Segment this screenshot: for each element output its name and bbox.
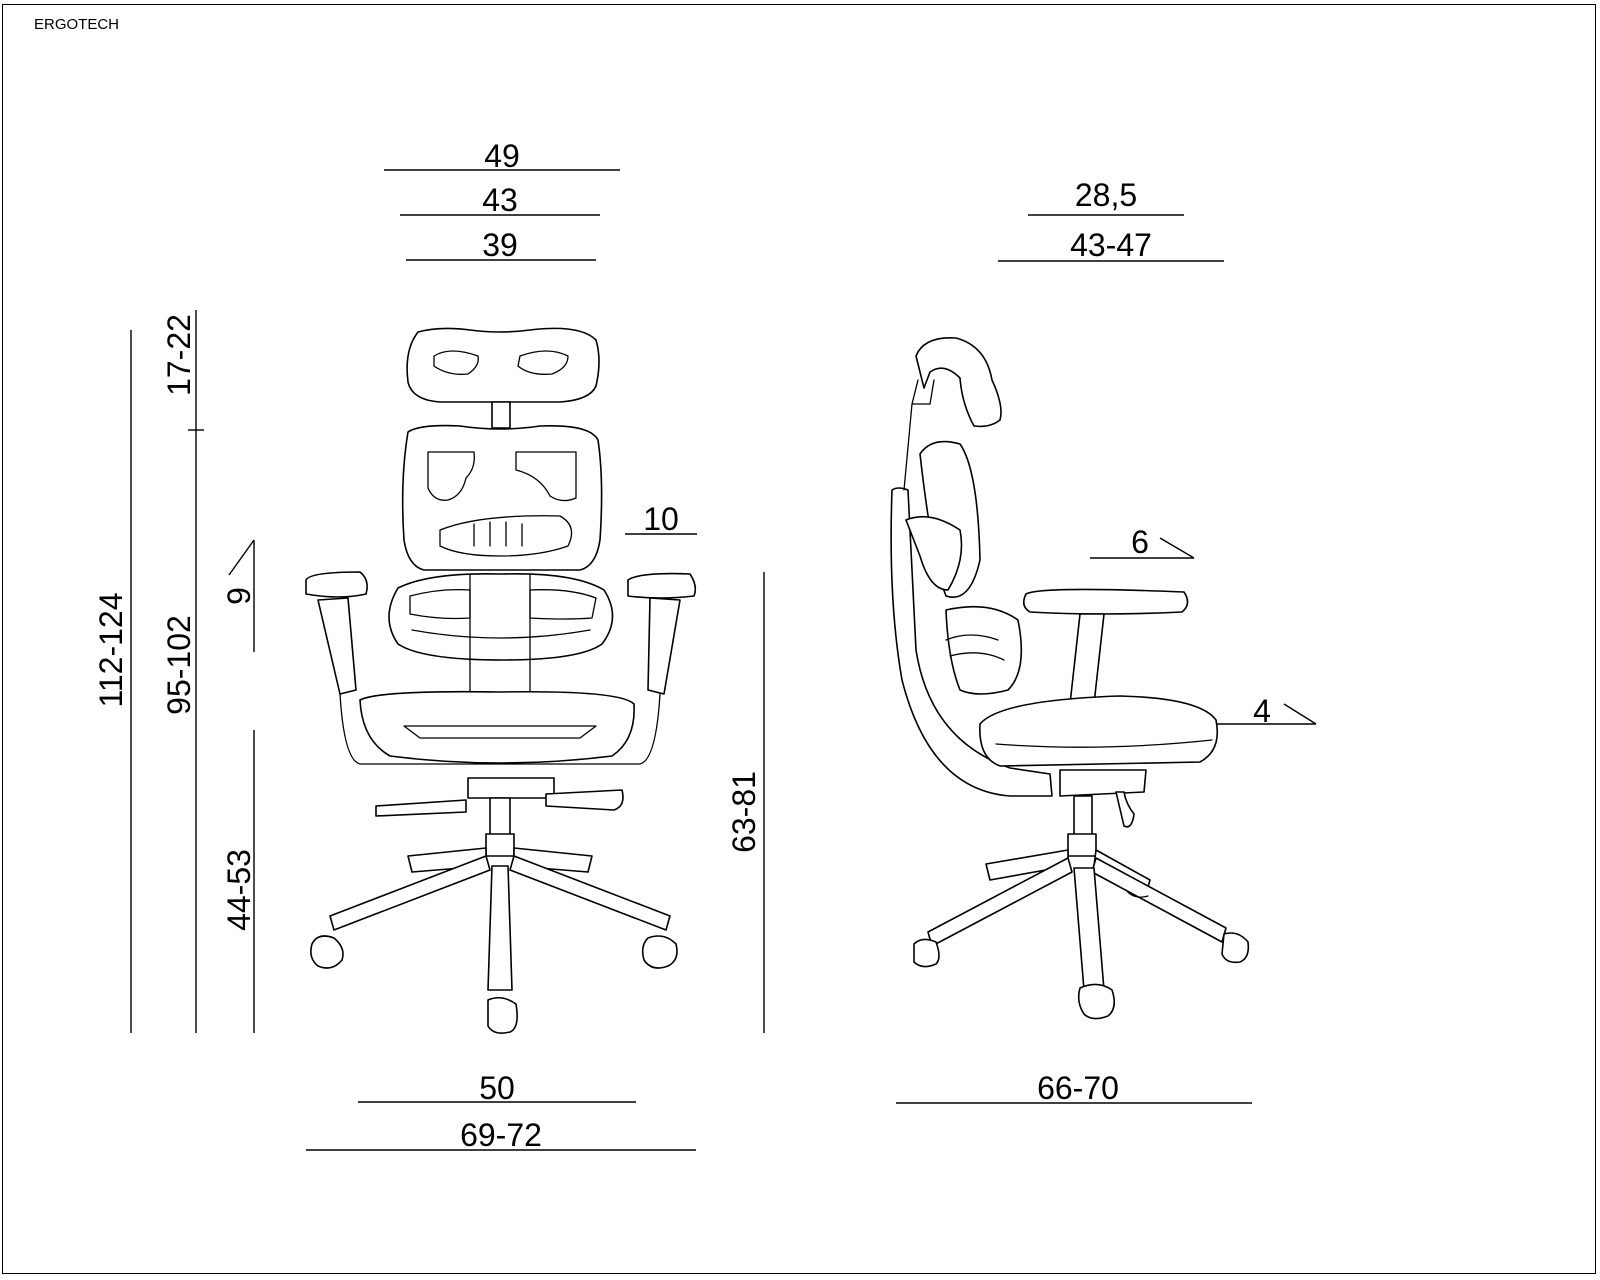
side-chair	[890, 337, 1250, 1020]
svg-text:28,5: 28,5	[1075, 177, 1137, 213]
svg-text:43-47: 43-47	[1070, 227, 1152, 263]
dim-armrest-height: 63-81	[726, 572, 765, 1033]
svg-text:39: 39	[482, 227, 518, 263]
svg-text:112-124: 112-124	[93, 592, 129, 707]
svg-text:50: 50	[479, 1070, 515, 1106]
dim-base-width: 69-72	[306, 1117, 696, 1153]
dim-armrest-offset: 6	[1090, 524, 1195, 560]
dim-seat-height: 44-53	[221, 730, 257, 1033]
svg-text:49: 49	[484, 138, 520, 174]
drawing-frame	[2, 4, 1596, 1274]
dim-total-height: 112-124	[93, 330, 132, 1033]
brand-label: ERGOTECH	[34, 16, 120, 33]
svg-text:69-72: 69-72	[460, 1117, 542, 1153]
dim-seat-base-width: 50	[358, 1070, 636, 1106]
dim-base-depth: 66-70	[896, 1070, 1252, 1106]
svg-text:6: 6	[1131, 524, 1149, 560]
dim-headrest-width: 49	[384, 138, 620, 174]
svg-text:9: 9	[221, 587, 257, 605]
front-chair	[305, 327, 697, 1034]
svg-text:10: 10	[643, 501, 679, 537]
svg-text:44-53: 44-53	[221, 849, 257, 931]
dim-headrest-height: 17-22	[161, 310, 204, 431]
svg-text:66-70: 66-70	[1037, 1070, 1119, 1106]
dim-seat-tilt: 4	[1210, 693, 1317, 729]
dim-seat-depth-adjust: 43-47	[998, 227, 1224, 263]
svg-text:43: 43	[482, 182, 518, 218]
svg-text:17-22: 17-22	[161, 314, 197, 396]
svg-text:63-81: 63-81	[726, 771, 762, 853]
dim-seat-depth: 28,5	[1028, 177, 1184, 216]
dim-armrest-tilt: 9	[221, 539, 257, 652]
dim-armrest-width: 10	[625, 501, 697, 537]
dim-backrest-width: 43	[400, 182, 600, 218]
dim-seat-width: 39	[406, 227, 596, 263]
svg-text:95-102: 95-102	[161, 615, 197, 715]
svg-text:4: 4	[1253, 693, 1271, 729]
dim-backrest-height: 95-102	[161, 430, 197, 1033]
